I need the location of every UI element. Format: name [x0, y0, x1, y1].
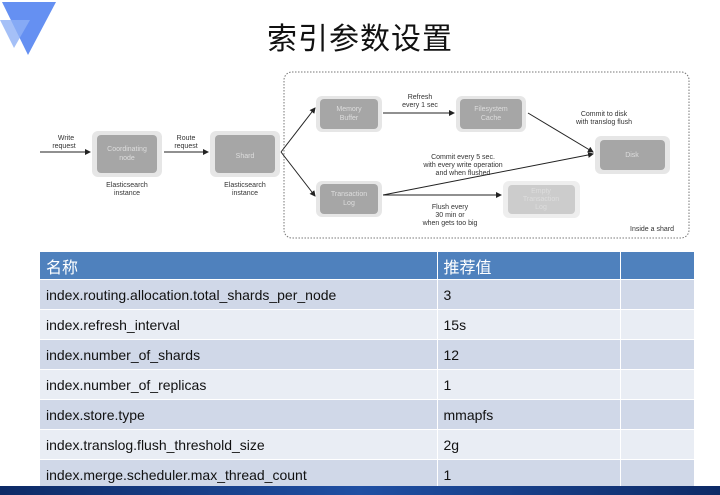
svg-text:Transaction: Transaction [331, 191, 367, 198]
svg-text:Shard: Shard [236, 153, 255, 160]
svg-text:Cache: Cache [481, 115, 501, 122]
empty-cell [620, 309, 695, 340]
svg-text:Write: Write [58, 135, 74, 142]
svg-text:request: request [174, 143, 197, 150]
svg-text:every 1 sec: every 1 sec [402, 102, 438, 109]
svg-text:when gets too big: when gets too big [422, 220, 478, 227]
svg-text:with translog flush: with translog flush [575, 119, 632, 126]
svg-text:Memory: Memory [336, 106, 362, 113]
setting-value: 15s [437, 309, 621, 340]
empty-cell [620, 369, 695, 400]
header-name: 名称 [40, 252, 438, 280]
setting-name: index.refresh_interval [40, 309, 438, 340]
svg-text:Transaction: Transaction [523, 196, 559, 203]
svg-text:Commit to disk: Commit to disk [581, 111, 628, 118]
setting-value: mmapfs [437, 399, 621, 430]
setting-value: 2g [437, 429, 621, 460]
svg-text:Elasticsearch: Elasticsearch [106, 182, 148, 189]
svg-text:instance: instance [114, 190, 140, 197]
svg-text:Empty: Empty [531, 188, 551, 195]
table-row: index.routing.allocation.total_shards_pe… [40, 279, 695, 310]
empty-cell [620, 429, 695, 460]
logo-triangles-icon [0, 2, 56, 55]
shard-box: Shard [210, 131, 280, 177]
header-extra [620, 252, 695, 280]
empty-cell [620, 399, 695, 430]
setting-value: 3 [437, 279, 621, 310]
svg-text:Flush every: Flush every [432, 204, 469, 211]
svg-text:Log: Log [535, 204, 547, 211]
setting-name: index.merge.scheduler.max_thread_count [40, 459, 438, 489]
svg-text:request: request [52, 143, 75, 150]
empty-cell [620, 339, 695, 370]
svg-text:Refresh: Refresh [408, 94, 433, 101]
svg-text:and when flushed: and when flushed [436, 170, 491, 177]
page-title: 索引参数设置 [267, 22, 453, 57]
bottom-bar [0, 486, 720, 495]
svg-text:Inside a shard: Inside a shard [630, 226, 674, 233]
header-recommended: 推荐值 [437, 252, 621, 280]
setting-value: 12 [437, 339, 621, 370]
coordinating-node-box: Coordinating node [92, 131, 162, 177]
setting-value: 1 [437, 459, 621, 489]
setting-name: index.routing.allocation.total_shards_pe… [40, 279, 438, 310]
svg-text:Disk: Disk [625, 152, 639, 159]
svg-text:Filesystem: Filesystem [474, 106, 508, 113]
svg-text:30 min or: 30 min or [435, 212, 465, 219]
svg-text:with every write operation: with every write operation [422, 162, 502, 169]
setting-name: index.number_of_replicas [40, 369, 438, 400]
setting-name: index.store.type [40, 399, 438, 430]
svg-text:Buffer: Buffer [340, 115, 359, 122]
svg-text:instance: instance [232, 190, 258, 197]
svg-text:node: node [119, 155, 135, 162]
disk-box: Disk [595, 136, 670, 174]
empty-cell [620, 279, 695, 310]
svg-text:Commit every 5 sec.: Commit every 5 sec. [431, 154, 495, 161]
setting-name: index.number_of_shards [40, 339, 438, 370]
svg-text:Coordinating: Coordinating [107, 146, 147, 153]
empty-cell [620, 459, 695, 489]
setting-value: 1 [437, 369, 621, 400]
svg-text:Route: Route [177, 135, 196, 142]
index-settings-table: 名称 推荐值 index.routing.allocation.total_sh… [40, 252, 695, 489]
setting-name: index.translog.flush_threshold_size [40, 429, 438, 460]
svg-text:Log: Log [343, 200, 355, 207]
svg-text:Elasticsearch: Elasticsearch [224, 182, 266, 189]
